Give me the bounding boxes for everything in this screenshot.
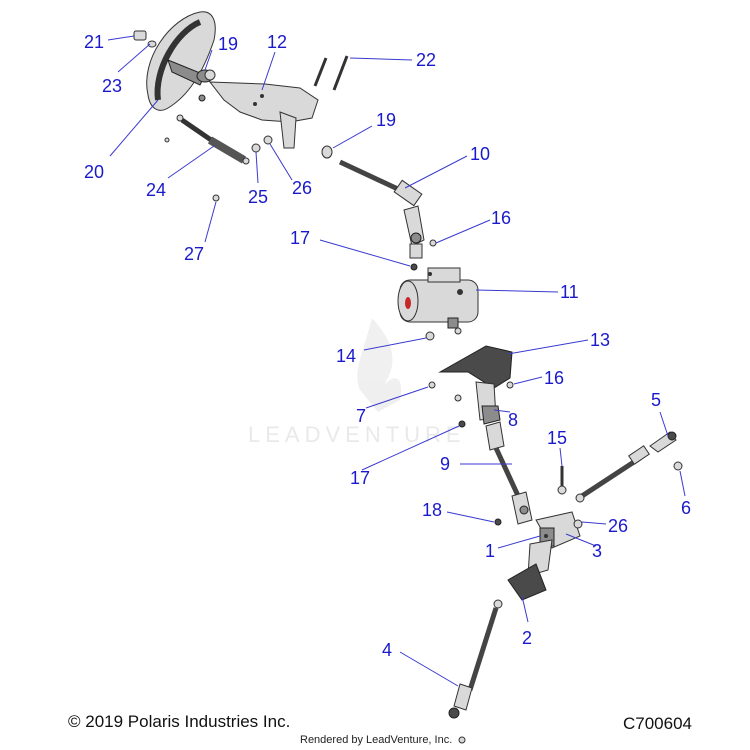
- leadventure-watermark: LEADVENTURE: [248, 318, 466, 447]
- callout-27: 27: [184, 244, 204, 264]
- mount-bolt-part: [425, 331, 435, 341]
- callout-19-lower: 19: [376, 110, 396, 130]
- gas-strut-part: [176, 114, 250, 165]
- steering-rack-part: [507, 511, 583, 601]
- callout-8: 8: [508, 410, 518, 430]
- rivet-part: [212, 194, 220, 202]
- power-steering-unit-part: [397, 267, 479, 329]
- callouts: 21 23 19 12 22 20 19 10 24 25 26 16 27 1…: [84, 32, 691, 660]
- steering-bracket-part: [438, 345, 513, 421]
- rendered-by-text: Rendered by LeadVenture, Inc.: [300, 734, 453, 746]
- strut-bushing-part: [263, 135, 273, 145]
- callout-18: 18: [422, 500, 442, 520]
- steering-clip-part: [133, 30, 157, 48]
- rack-mount-bolt-part: [557, 466, 567, 495]
- upper-steering-shaft-part: [338, 159, 425, 259]
- nut-lower-part: [458, 420, 466, 428]
- callout-20: 20: [84, 162, 104, 182]
- tilt-bracket-part: [198, 81, 319, 149]
- callout-14: 14: [336, 346, 356, 366]
- bracket-bolt-part: [428, 381, 436, 389]
- pinch-bolt-lower-part: [506, 381, 514, 389]
- leader-lines: [107, 35, 686, 687]
- callout-23: 23: [102, 76, 122, 96]
- callout-16-lower: 16: [544, 368, 564, 388]
- pinch-bolt-upper-part: [429, 239, 437, 247]
- callout-10: 10: [470, 144, 490, 164]
- callout-4: 4: [382, 640, 392, 660]
- callout-25: 25: [248, 187, 268, 207]
- tie-rod-nut-right-part: [673, 461, 683, 471]
- callout-13: 13: [590, 330, 610, 350]
- callout-9: 9: [440, 454, 450, 474]
- callout-15: 15: [547, 428, 567, 448]
- callout-2: 2: [522, 628, 532, 648]
- rack-nut-part: [494, 518, 502, 526]
- callout-11: 11: [560, 282, 579, 302]
- bracket-washer-part: [454, 394, 462, 402]
- callout-3: 3: [592, 541, 602, 561]
- shaft-seal-part: [481, 405, 501, 425]
- callout-26-upper: 26: [292, 178, 312, 198]
- watermark-text: LEADVENTURE: [248, 422, 466, 447]
- diagram-code: C700604: [623, 714, 693, 733]
- callout-17-lower: 17: [350, 468, 370, 488]
- callout-26-lower: 26: [608, 516, 628, 536]
- copyright-text: © 2019 Polaris Industries Inc.: [68, 712, 291, 731]
- tie-rod-left-part: [448, 599, 503, 744]
- callout-5: 5: [651, 390, 661, 410]
- small-fastener-part: [164, 137, 170, 143]
- strut-stud-part: [251, 143, 261, 153]
- watermark-flame-icon: [357, 318, 402, 412]
- callout-16-upper: 16: [491, 208, 511, 228]
- lower-stud-part: [454, 327, 462, 335]
- callout-12: 12: [267, 32, 287, 52]
- callout-24: 24: [146, 180, 166, 200]
- bushing-upper-part: [204, 69, 216, 81]
- callout-21: 21: [84, 32, 104, 52]
- tie-rod-right-part: [575, 431, 677, 503]
- long-bolts-part: [313, 55, 349, 91]
- nut-upper-part: [410, 263, 418, 271]
- callout-22: 22: [416, 50, 436, 70]
- callout-1: 1: [485, 541, 495, 561]
- callout-7: 7: [356, 406, 366, 426]
- steering-wheel-part: [146, 11, 216, 111]
- bushing-lower-part: [321, 145, 333, 159]
- callout-19-upper: 19: [218, 34, 238, 54]
- callout-17-upper: 17: [290, 228, 310, 248]
- intermediate-shaft-part: [485, 421, 533, 525]
- callout-6: 6: [681, 498, 691, 518]
